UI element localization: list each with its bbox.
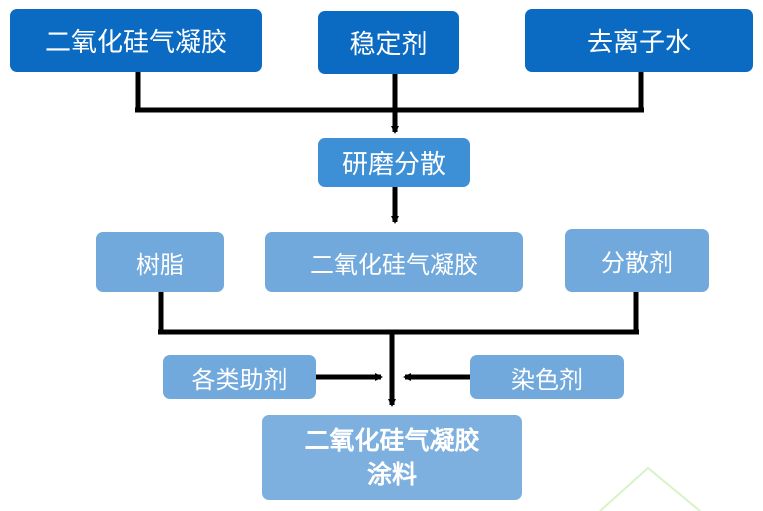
node-silica-aerogel-raw: 二氧化硅气凝胶 xyxy=(10,9,262,72)
node-result-line2: 涂料 xyxy=(366,459,417,489)
node-silica-aerogel-dispersed-label: 二氧化硅气凝胶 xyxy=(310,250,478,279)
node-grinding-dispersion: 研磨分散 xyxy=(318,138,470,187)
node-colorant-label: 染色剂 xyxy=(511,365,583,394)
node-auxiliaries-label: 各类助剂 xyxy=(191,365,288,394)
node-dispersant: 分散剂 xyxy=(565,229,709,292)
node-silica-aerogel-dispersed: 二氧化硅气凝胶 xyxy=(265,232,523,292)
node-grinding-dispersion-label: 研磨分散 xyxy=(341,150,446,180)
node-deionized-water-label: 去离子水 xyxy=(586,28,691,58)
node-stabilizer-label: 稳定剂 xyxy=(349,30,428,60)
node-silica-aerogel-coating: 二氧化硅气凝胶 涂料 xyxy=(262,415,522,500)
node-resin-label: 树脂 xyxy=(136,250,184,279)
node-resin: 树脂 xyxy=(96,232,224,292)
node-stabilizer: 稳定剂 xyxy=(318,11,459,74)
node-deionized-water: 去离子水 xyxy=(525,9,753,72)
node-dispersant-label: 分散剂 xyxy=(601,249,673,277)
node-silica-aerogel-raw-label: 二氧化硅气凝胶 xyxy=(44,28,227,58)
node-result-line1: 二氧化硅气凝胶 xyxy=(304,425,480,455)
node-colorant: 染色剂 xyxy=(470,355,624,399)
node-auxiliaries: 各类助剂 xyxy=(163,355,316,399)
